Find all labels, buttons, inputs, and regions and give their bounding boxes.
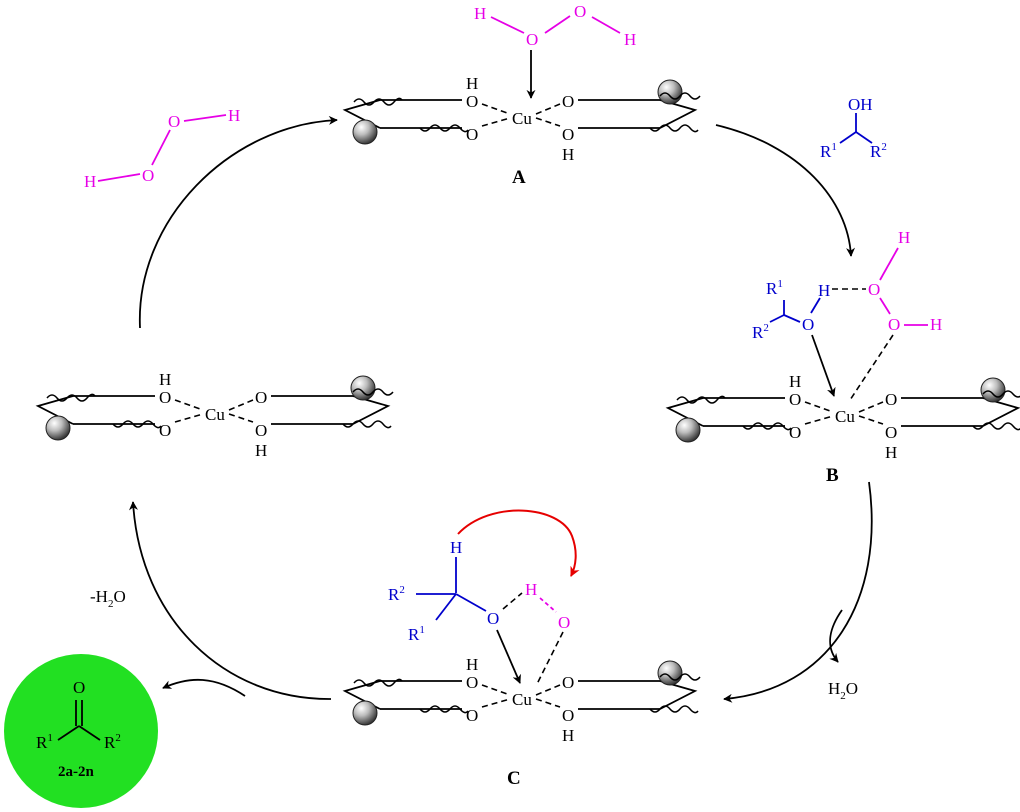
catalyst-o-upper-left: O — [159, 388, 171, 407]
peroxide-top-h2: H — [624, 30, 636, 49]
product-r1: R1 — [36, 732, 53, 752]
catalyst-o-lower-right: O — [255, 421, 267, 440]
catalyst-o-upper-right: O — [255, 388, 267, 407]
product-ketone: O R1 R2 2a-2n — [4, 654, 158, 808]
complex-a-o-upper-right: O — [562, 92, 574, 111]
complex-c-alpha-h: H — [450, 538, 462, 557]
arrow-c-to-catalyst — [128, 501, 332, 700]
catalyst-cu: Cu — [205, 405, 225, 424]
arrow-catalyst-to-a — [139, 115, 338, 329]
complex-b-peroxide-coordination — [849, 334, 894, 401]
complex-a-cu: Cu — [512, 109, 532, 128]
complex-b-cu: Cu — [835, 407, 855, 426]
complex-b-r2: R2 — [752, 322, 769, 342]
complex-b-o-upper-left: O — [789, 390, 801, 409]
catalyst-regenerated: O H O Cu O O H — [37, 370, 394, 460]
complex-c-hydroxo-coordination — [536, 631, 564, 685]
complex-b: O H O Cu O O H — [667, 372, 1020, 462]
complex-c-hydroxo-h: H — [525, 580, 537, 599]
peroxide-free-h2: H — [228, 106, 240, 125]
complex-b-peroxide-o2: O — [888, 315, 900, 334]
minus-water-label: -H2O — [90, 587, 126, 610]
arrow-water-release — [829, 609, 843, 663]
complex-a-o-lower-right: O — [562, 125, 574, 144]
complex-b-o-upper-right: O — [885, 390, 897, 409]
product-carbonyl-o: O — [73, 678, 85, 697]
peroxide-top-o1: O — [526, 30, 538, 49]
complex-b-peroxide: O H O H — [868, 228, 942, 334]
arrow-b-to-c — [723, 481, 873, 703]
complex-c-o-lower-left: O — [466, 706, 478, 725]
complex-a-h-lower-right: H — [562, 145, 574, 164]
arrow-product-release — [162, 678, 246, 697]
complex-b-o-lower-right: O — [885, 423, 897, 442]
hydride-transfer-arrow — [457, 509, 580, 577]
complex-c-o-upper-left: O — [466, 673, 478, 692]
complex-b-alcohol-o: O — [802, 315, 814, 334]
complex-b-alcohol-h: H — [818, 281, 830, 300]
catalyst-h-upper-left: H — [159, 370, 171, 389]
complex-c-o-lower-right: O — [562, 706, 574, 725]
catalyst-o-lower-left: O — [159, 421, 171, 440]
complex-b-h-upper-left: H — [789, 372, 801, 391]
complex-b-r1: R1 — [766, 278, 783, 298]
complex-c-cu: Cu — [512, 690, 532, 709]
complex-b-alcohol: R1 R2 O H — [752, 278, 830, 342]
water-label: H2O — [828, 679, 858, 702]
complex-c-hydroxo-o: O — [558, 613, 570, 632]
complex-c-r2: R2 — [388, 584, 405, 604]
peroxide-free-o2: O — [168, 112, 180, 131]
complex-b-alcohol-coordination — [811, 334, 836, 397]
complex-c-o-upper-right: O — [562, 673, 574, 692]
complex-b-o-lower-left: O — [789, 423, 801, 442]
catalyst-h-lower-right: H — [255, 441, 267, 460]
label-c: C — [507, 768, 521, 789]
peroxide-top-h1: H — [474, 4, 486, 23]
complex-c-r1: R1 — [408, 624, 425, 644]
product-label: 2a-2n — [58, 764, 94, 780]
alcohol-r2: R2 — [870, 141, 887, 161]
alcohol-r1: R1 — [820, 141, 837, 161]
complex-a-o-upper-left: O — [466, 92, 478, 111]
complex-c-hbond — [502, 592, 523, 610]
complex-c-alkoxide-o: O — [487, 609, 499, 628]
complex-c-alkoxide-coordination — [496, 629, 521, 684]
complex-b-peroxide-h2: H — [930, 315, 942, 334]
complex-c-hydroxo: H O — [525, 580, 570, 632]
complex-b-peroxide-h1: H — [898, 228, 910, 247]
peroxide-top-o2: O — [574, 2, 586, 21]
complex-b-h-lower-right: H — [885, 443, 897, 462]
alcohol-oh: OH — [848, 95, 873, 114]
peroxide-free-o1: O — [142, 166, 154, 185]
complex-c: O H O Cu O O H — [344, 655, 701, 745]
complex-c-h-lower-right: H — [562, 726, 574, 745]
label-a: A — [512, 167, 526, 188]
peroxide-top: H O O H — [474, 2, 636, 49]
complex-c-h-upper-left: H — [466, 655, 478, 674]
peroxide-free-h1: H — [84, 172, 96, 191]
complex-b-peroxide-o1: O — [868, 280, 880, 299]
product-r2: R2 — [104, 732, 121, 752]
product-circle — [4, 654, 158, 808]
complex-a-o-lower-left: O — [466, 125, 478, 144]
complex-c-alkoxide: H R2 R1 O — [388, 538, 499, 644]
alcohol-substrate: OH R1 R2 — [820, 95, 887, 161]
peroxide-free: H O O H — [84, 106, 240, 191]
complex-a-h-upper-left: H — [466, 74, 478, 93]
complex-a: O H O Cu O O H — [344, 74, 701, 164]
label-b: B — [826, 465, 839, 486]
arrow-a-to-b — [715, 124, 856, 257]
